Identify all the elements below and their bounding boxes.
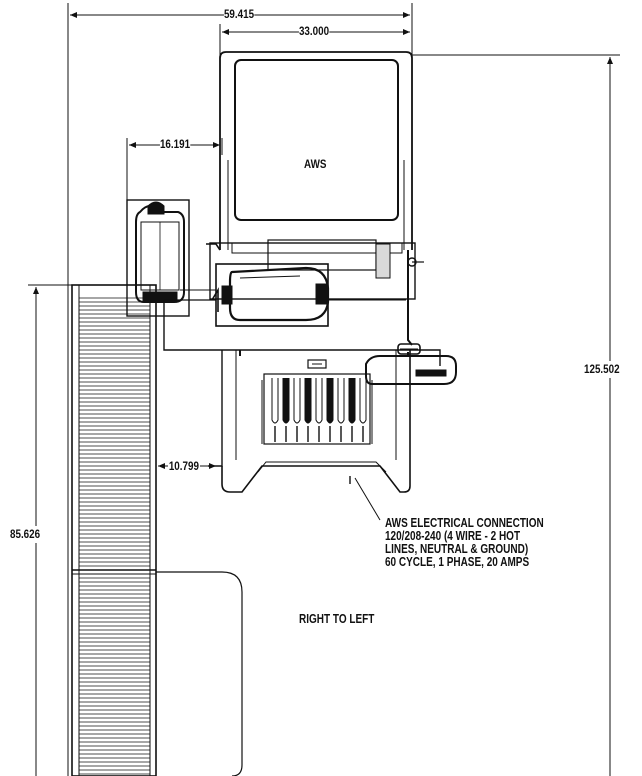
unit-name-label: AWS — [304, 157, 327, 171]
aws-unit — [163, 51, 457, 493]
dimension-label-gap: 10.799 — [168, 459, 200, 473]
dimension-overall-length — [412, 54, 620, 776]
electrical-note-line: 120/208-240 (4 WIRE - 2 HOT — [385, 529, 521, 543]
nozzle-array — [271, 378, 367, 442]
dimension-label-overall-width: 59.415 — [223, 7, 255, 21]
electrical-note-line: 60 CYCLE, 1 PHASE, 20 AMPS — [385, 555, 530, 569]
electrical-leader — [354, 477, 381, 521]
electrical-note-line: LINES, NEUTRAL & GROUND) — [385, 542, 529, 556]
conveyor — [71, 284, 243, 776]
direction-label: RIGHT TO LEFT — [299, 612, 375, 626]
dimension-label-overall-length: 125.502 — [584, 361, 620, 378]
conveyor-belt-ribs — [79, 297, 150, 775]
side-dispenser — [126, 199, 190, 317]
dimension-label-side-offset: 16.191 — [159, 137, 191, 151]
dimension-label-unit-width: 33.000 — [298, 24, 330, 38]
dimension-label-conveyor-length: 85.626 — [10, 526, 41, 543]
electrical-note-line: AWS ELECTRICAL CONNECTION — [385, 516, 544, 530]
